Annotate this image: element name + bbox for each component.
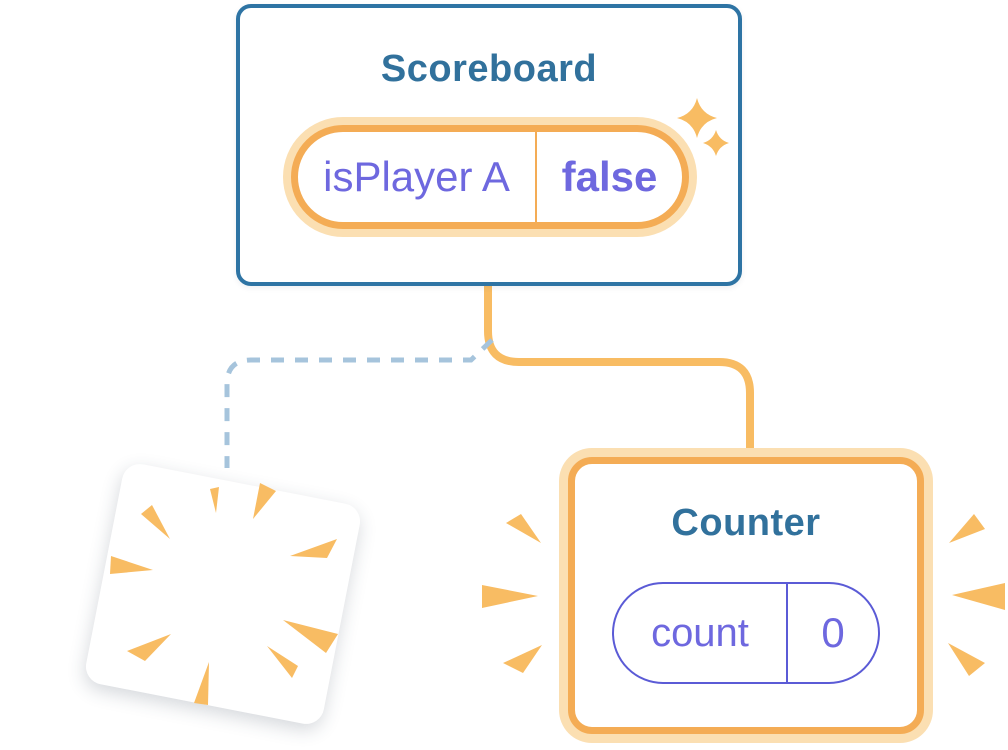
- removed-component-card: [82, 460, 364, 728]
- scoreboard-component-card: Scoreboard isPlayer A false: [236, 4, 742, 286]
- counter-state-pill: count 0: [612, 582, 880, 684]
- state-value-label: false: [561, 153, 658, 200]
- state-value-label: 0: [821, 609, 845, 656]
- counter-title: Counter: [671, 502, 821, 544]
- emphasis-rays-icon: [482, 514, 542, 673]
- scoreboard-state-pill: isPlayer A false: [291, 125, 689, 229]
- edge-scoreboard-to-counter: [484, 285, 754, 455]
- counter-component-card: Counter count 0: [568, 457, 924, 734]
- scoreboard-title: Scoreboard: [380, 48, 598, 90]
- state-name-label: count: [614, 584, 788, 682]
- emphasis-rays-icon: [948, 514, 1005, 676]
- edge-scoreboard-to-removed-dashed: [224, 338, 494, 468]
- state-name-label: isPlayer A: [298, 132, 537, 222]
